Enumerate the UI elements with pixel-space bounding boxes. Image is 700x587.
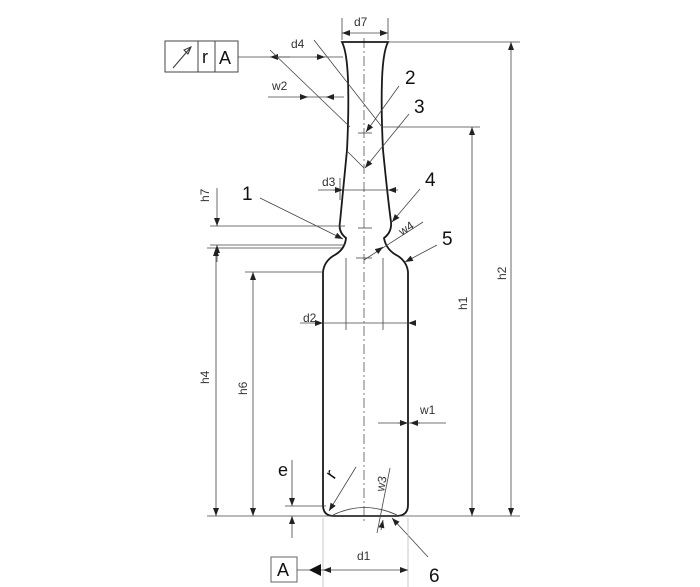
dim-d4: d4 xyxy=(291,37,305,51)
dim-w3: w3 xyxy=(373,475,390,494)
dim-d1: d1 xyxy=(357,549,371,563)
callout-3: 3 xyxy=(414,97,425,118)
dim-w2: w2 xyxy=(271,79,288,93)
datum-marker: A xyxy=(270,556,323,583)
callout-2: 2 xyxy=(405,68,416,89)
dim-h7: h7 xyxy=(198,188,212,202)
dim-d7: d7 xyxy=(354,15,368,29)
dim-w1: w1 xyxy=(419,403,436,417)
tolerance-value: r xyxy=(202,47,208,67)
dim-h1: h1 xyxy=(456,296,470,310)
dim-d3: d3 xyxy=(322,175,336,189)
dim-h2: h2 xyxy=(495,266,509,280)
datum-label: A xyxy=(277,560,289,580)
dim-w4: w4 xyxy=(395,218,417,239)
callout-4: 4 xyxy=(425,170,436,191)
runout-arrow-icon xyxy=(172,46,192,69)
callout-5: 5 xyxy=(442,229,453,250)
dim-d2: d2 xyxy=(303,311,317,325)
bottom-inner-arc xyxy=(332,507,398,516)
tolerance-datum: A xyxy=(219,48,231,68)
datum-triangle-icon xyxy=(309,564,321,576)
dim-h4: h4 xyxy=(198,370,212,384)
dim-h6: h6 xyxy=(236,381,250,395)
dim-e: e xyxy=(278,460,288,480)
callout-1: 1 xyxy=(242,184,253,205)
callout-6: 6 xyxy=(429,566,440,587)
tolerance-frame: r A xyxy=(164,40,239,73)
